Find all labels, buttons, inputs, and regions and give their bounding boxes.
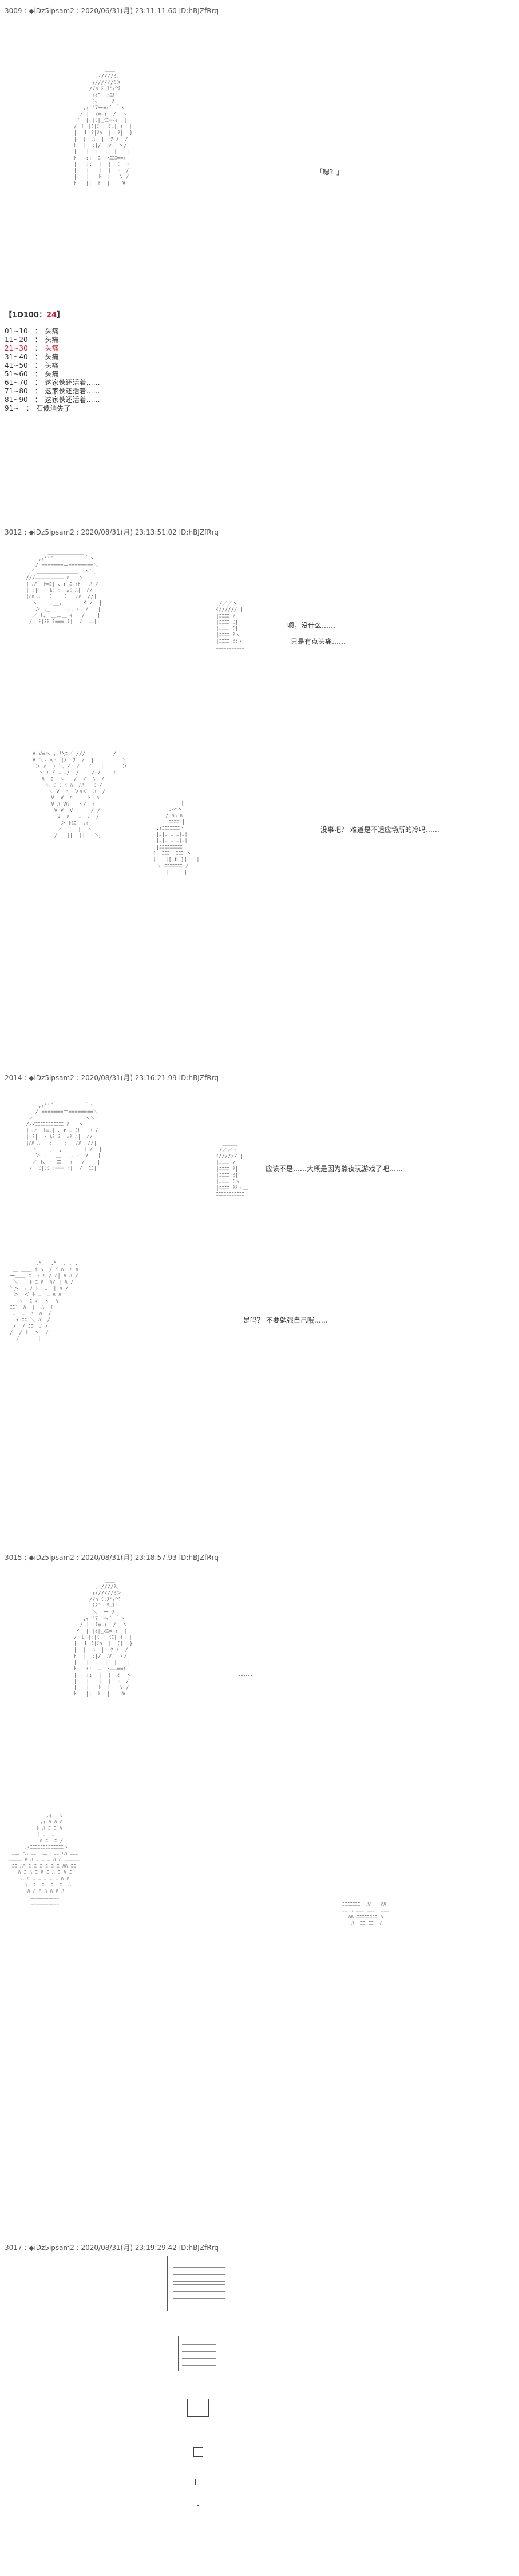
dice-row: 61~70 ： 这家伙还活着…… (5, 379, 100, 387)
shrinking-box-tiny (193, 2447, 203, 2457)
dice-row: 31~40 ： 头痛 (5, 353, 59, 361)
ascii-art-character-cap-1: ＿＿＿＿＿＿＿ ,ｨ''´ ｀丶 / =======＝========＼ ／ ＿… (26, 550, 102, 625)
speech-3012-3: 没事吧？ 难道是不适应场所的冷吗…… (320, 826, 439, 834)
post-header-3012: 3012 : ◆iDz5lpsam2 : 2020/08/31(月) 23:13… (5, 528, 219, 536)
dice-row-selected: 21~30 ： 头痛 (5, 344, 59, 352)
speech-3009-1: 「嗯？」 (316, 168, 344, 176)
ascii-art-character-bag-1: ＿＿＿ /／／ヽ ｲ////// | |ﾆﾆﾆﾆ|/| |ﾆﾆﾆﾆ|ﾐ| |ﾆﾆ… (216, 595, 248, 651)
ascii-art-character-hair: ＿＿＿＿＿ ,ﾍ ,ﾍ ,. . , ＿ ＿＿ ｲ ﾊ / ｲ ﾊ ﾊ ﾊ ー＿… (7, 1261, 78, 1342)
post-header-2014: 2014 : ◆iDz5lpsam2 : 2020/08/31(月) 23:16… (5, 1074, 219, 1082)
dice-row: 41~50 ： 头痛 (5, 361, 59, 369)
dice-result-list: 01~10 ： 头痛 11~20 ： 头痛 21~30 ： 头痛 31~40 ：… (5, 327, 100, 413)
speech-3012-1: 嗯，没什么…… (287, 622, 336, 630)
dice-row: 81~90 ： 这家伙还活着…… (5, 396, 100, 404)
ascii-art-character-cap-2: ＿＿＿＿＿＿＿ ,ｨ''´ ｀丶 / =======＝========＼ ／ ＿… (26, 1097, 102, 1172)
speech-3012-2: 只是有点头痛…… (291, 638, 346, 646)
ascii-art-character-standing-2: ＿＿ ,ｨ////ﾐ､ ｨ//////ﾐ＞ //ﾊ_ﾐ.ｽ'ｨ^ﾐ ﾐﾐ^ ﾃﾆ… (73, 1578, 133, 1697)
ascii-art-character-pointing: ＿＿ ,ｨ ヽ ,ｨ ﾊ ﾊ ﾊ ﾄ ﾊ ﾆ ﾆ ﾊ | ﾆ ﾆ | ﾊ ﾆ ﾆ… (9, 1807, 80, 1907)
dice-row: 11~20 ： 头痛 (5, 336, 59, 344)
dice-row: 51~60 ： 头痛 (5, 370, 59, 378)
post-header-3009: 3009 : ◆iDz5lpsam2 : 2020/06/31(月) 23:11… (5, 7, 219, 15)
shrinking-box-micro (195, 2479, 201, 2485)
shrinking-box-medium (178, 2336, 220, 2371)
speech-2014-2: 是吗？ 不要勉强自己哦…… (243, 1316, 328, 1324)
dice-row: 91~ ： 石像消失了 (5, 404, 71, 412)
dice-row: 01~10 ： 头痛 (5, 327, 59, 335)
speech-2014-1: 应该不是……大概是因为熬夜玩游戏了吧…… (266, 1165, 403, 1173)
dice-roll-title: 【1D100：24】 (5, 311, 65, 320)
ascii-art-character-standing: ＿＿ ,ｨ////ﾐ､ ｨ//////ﾐ＞ //ﾊ_ﾐ.ｽ'ｨ^ﾐ ﾐﾐ^ ﾃﾆ… (73, 67, 133, 186)
dice-row: 71~80 ： 这家伙还活着…… (5, 387, 100, 395)
shrinking-box-small (187, 2399, 209, 2417)
ascii-art-character-standing-back: | | ,ｨ⌒ヽ / ﾊﾊ ﾊ | ﾆﾆﾆﾆ | ,ｨﾆﾆﾆﾆﾆﾆﾆヽ |ﾆ|ﾆ… (153, 801, 200, 875)
shrinking-box-dot (197, 2505, 199, 2506)
post-header-3017: 3017 : ◆iDz5lpsam2 : 2020/08/31(月) 23:19… (5, 2244, 219, 2252)
ascii-art-character-bag-2: ＿＿＿ /／／ヽ ｲ////// | |ﾆﾆﾆﾆ|/| |ﾆﾆﾆﾆ|ﾐ| |ﾆﾆ… (216, 1141, 248, 1197)
shrinking-box-large (167, 2256, 231, 2311)
post-header-3015: 3015 : ◆iDz5lpsam2 : 2020/08/31(月) 23:18… (5, 1554, 219, 1562)
ascii-art-character-arms: Λ V=ヘ ,.｢\ﾆ／ /// / Λ ＼- ﾍ＼ |ﾉ ﾌ / |＿＿＿ ＼… (32, 751, 128, 839)
speech-3015-1: …… (239, 1670, 252, 1678)
ascii-art-hand: ﾆﾆﾆﾆﾆﾆﾆ ﾊﾊ ﾊﾊ ﾆﾆ ﾊ ﾆﾆﾆ ﾆﾆﾆ ﾆﾆﾆ ﾊﾊ ﾆﾆﾆﾆﾆﾆ… (342, 1902, 389, 1926)
